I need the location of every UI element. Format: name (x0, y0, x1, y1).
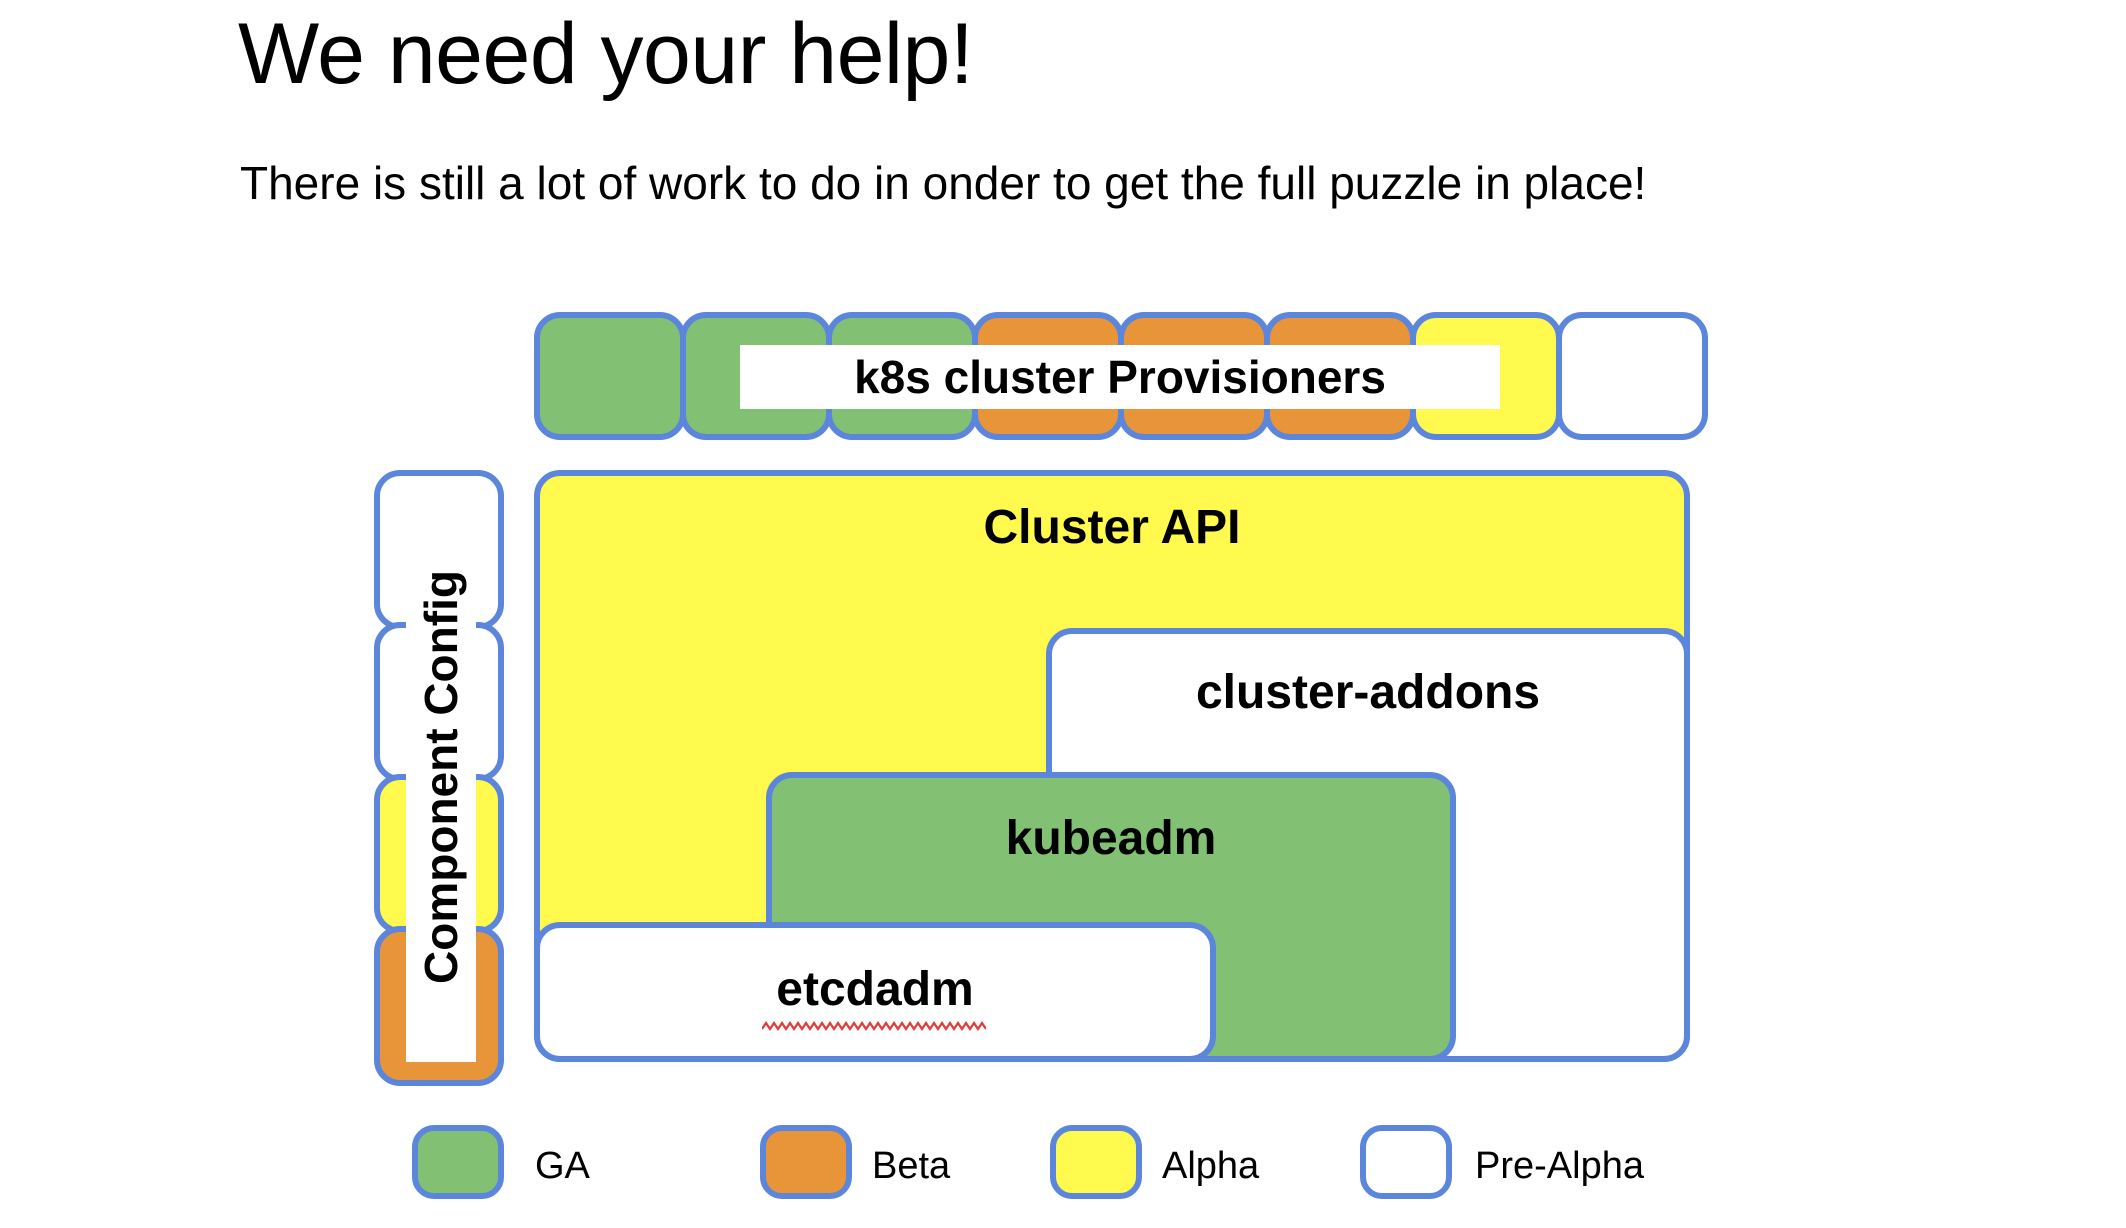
legend-swatch-ga (412, 1125, 504, 1199)
page-subtitle: There is still a lot of work to do in on… (240, 157, 1647, 209)
provisioner-cell-8[interactable] (1556, 312, 1708, 440)
component-config-label-text: Component Config (415, 570, 468, 984)
page-title: We need your help! (238, 6, 974, 102)
legend-label-ga: GA (535, 1145, 590, 1187)
legend-swatch-alpha (1050, 1125, 1142, 1199)
legend-label-beta: Beta (872, 1145, 951, 1187)
legend-swatch-pre-alpha (1360, 1125, 1452, 1199)
provisioners-banner-label: k8s cluster Provisioners (854, 351, 1386, 403)
cluster-addons-label: cluster-addons (1195, 666, 1541, 719)
legend-swatch-beta (760, 1125, 852, 1199)
cluster-api-label: Cluster API (983, 501, 1241, 554)
provisioners-banner-background (740, 345, 1500, 409)
etcdadm-box[interactable] (534, 922, 1216, 1062)
legend-label-alpha: Alpha (1162, 1145, 1260, 1187)
legend-label-pre-alpha: Pre-Alpha (1475, 1145, 1644, 1187)
component-config-banner-background (406, 492, 476, 1062)
component-config-banner-label: Component Config (406, 492, 476, 1062)
provisioner-cell-1[interactable] (534, 312, 686, 440)
etcdadm-label: etcdadm (776, 963, 974, 1016)
kubeadm-label: kubeadm (1005, 812, 1217, 865)
spellcheck-underline-icon (762, 1021, 986, 1031)
